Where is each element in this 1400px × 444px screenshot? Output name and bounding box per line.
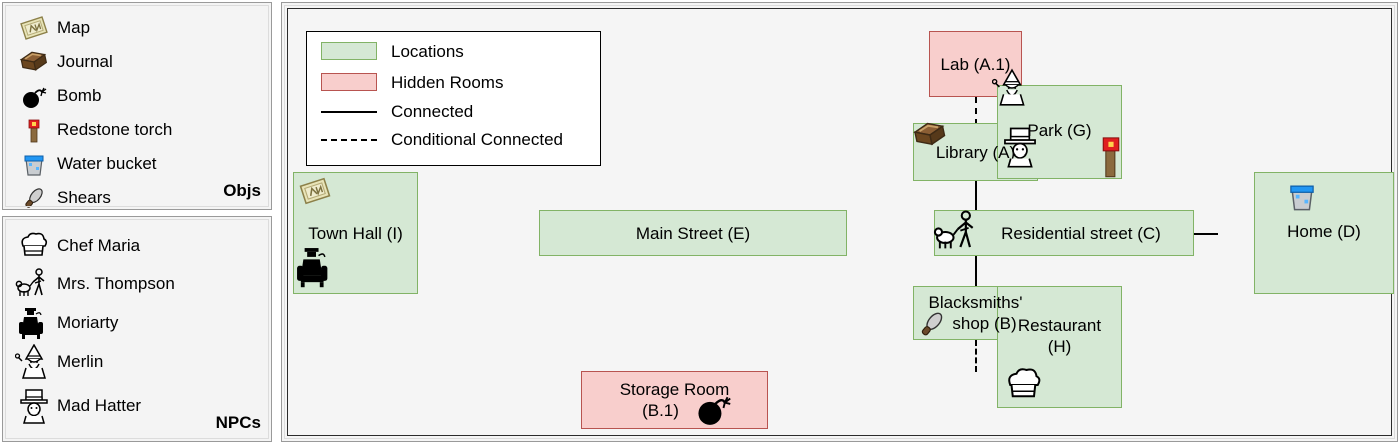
journal-icon xyxy=(11,45,57,79)
npcs-panel-corner-label: NPCs xyxy=(215,413,261,432)
list-item[interactable]: Journal xyxy=(11,45,265,79)
node-home[interactable]: Home (D) xyxy=(1254,172,1394,294)
top-hat-man-icon xyxy=(11,389,57,424)
list-item-label: Shears xyxy=(57,188,111,207)
shears-icon xyxy=(11,181,57,215)
list-item-label: Map xyxy=(57,18,91,37)
water-bucket-icon xyxy=(11,147,57,181)
list-item-label: Journal xyxy=(57,52,113,71)
list-item[interactable]: Merlin xyxy=(11,344,265,379)
objects-panel-corner-label: Objs xyxy=(223,181,261,200)
node-residential-street[interactable]: Residential street (C) xyxy=(933,210,1194,256)
list-item[interactable]: Bomb xyxy=(11,79,265,113)
legend-line-solid xyxy=(321,110,377,113)
node-label: Park (G) xyxy=(1027,121,1092,140)
list-item[interactable]: Redstone torch xyxy=(11,113,265,147)
legend: Locations Hidden Rooms Connected Conditi… xyxy=(306,31,601,166)
graph-panel: Lab (A.1) Library (A) xyxy=(281,2,1398,442)
legend-line-dashed xyxy=(321,138,377,141)
list-item[interactable]: Chef Maria xyxy=(11,229,265,263)
legend-label: Connected xyxy=(391,102,474,121)
chef-hat-icon xyxy=(1000,365,1048,410)
list-item-label: Bomb xyxy=(57,86,102,105)
list-item[interactable]: Water bucket xyxy=(11,147,265,181)
node-main-street[interactable]: Main Street (E) xyxy=(539,210,847,256)
list-item[interactable]: Mrs. Thompson xyxy=(11,267,265,301)
legend-label: Locations xyxy=(391,41,464,61)
legend-swatch-hidden-rooms xyxy=(321,73,377,91)
list-item-label: Chef Maria xyxy=(57,236,141,255)
chef-hat-icon xyxy=(11,229,57,263)
woman-with-dog-icon xyxy=(11,267,57,301)
list-item-label: Mrs. Thompson xyxy=(57,274,175,293)
map-icon xyxy=(296,175,334,212)
legend-swatch-locations xyxy=(321,42,377,60)
legend-label: Hidden Rooms xyxy=(391,72,504,92)
node-label-line1: Storage Room xyxy=(619,380,730,399)
node-label: Residential street (C) xyxy=(1001,223,1161,243)
graph-canvas: Lab (A.1) Library (A) xyxy=(287,8,1394,436)
node-label: Library (A) xyxy=(935,142,1016,162)
edge-lab-library xyxy=(975,97,977,125)
list-item-label: Moriarty xyxy=(57,313,119,332)
node-label-line2: (B.1) xyxy=(642,401,679,420)
node-label: Town Hall (I) xyxy=(308,223,403,243)
npcs-panel: Chef Maria Mrs. Thompson xyxy=(2,216,272,442)
bomb-icon xyxy=(11,79,57,113)
edge-library-main-street xyxy=(975,181,977,211)
legend-entry-connected: Connected xyxy=(321,103,473,120)
wizard-icon xyxy=(11,344,57,379)
redstone-torch-icon xyxy=(11,113,57,147)
list-item[interactable]: Shears xyxy=(11,181,265,215)
list-item-label: Merlin xyxy=(57,352,104,371)
list-item-label: Redstone torch xyxy=(57,120,173,139)
list-item-label: Mad Hatter xyxy=(57,396,142,415)
list-item[interactable]: Moriarty xyxy=(11,306,265,340)
edge-main-street-blacksmiths xyxy=(975,255,977,287)
edge-blacksmiths-storage xyxy=(975,340,977,372)
node-park[interactable]: Park (G) xyxy=(997,85,1122,179)
node-label: Lab (A.1) xyxy=(940,54,1011,74)
objects-panel: Map Journal Bomb xyxy=(2,2,272,210)
node-label-line1: Restaurant xyxy=(1017,316,1102,335)
legend-entry-conditional-connected: Conditional Connected xyxy=(321,131,563,148)
node-label: Home (D) xyxy=(1287,222,1361,241)
list-item[interactable]: Mad Hatter xyxy=(11,389,265,424)
man-in-armchair-icon xyxy=(11,306,57,340)
list-item[interactable]: Map xyxy=(11,11,265,45)
legend-entry-hidden-rooms: Hidden Rooms xyxy=(321,73,503,91)
legend-entry-locations: Locations xyxy=(321,42,464,60)
legend-label: Conditional Connected xyxy=(391,130,564,149)
node-town-hall[interactable]: Town Hall (I) xyxy=(293,172,418,294)
map-icon xyxy=(11,11,57,45)
node-storage-room[interactable]: Storage Room (B.1) xyxy=(581,371,768,429)
node-label-line2: (H) xyxy=(1047,337,1072,356)
man-in-armchair-icon xyxy=(292,245,340,294)
node-label-line2: shop (B) xyxy=(952,314,1017,333)
water-bucket-icon xyxy=(1281,177,1323,220)
redstone-torch-icon xyxy=(1099,134,1123,183)
node-label-line1: Blacksmiths' xyxy=(928,293,1023,312)
list-item-label: Water bucket xyxy=(57,154,157,173)
node-label: Main Street (E) xyxy=(635,223,751,243)
